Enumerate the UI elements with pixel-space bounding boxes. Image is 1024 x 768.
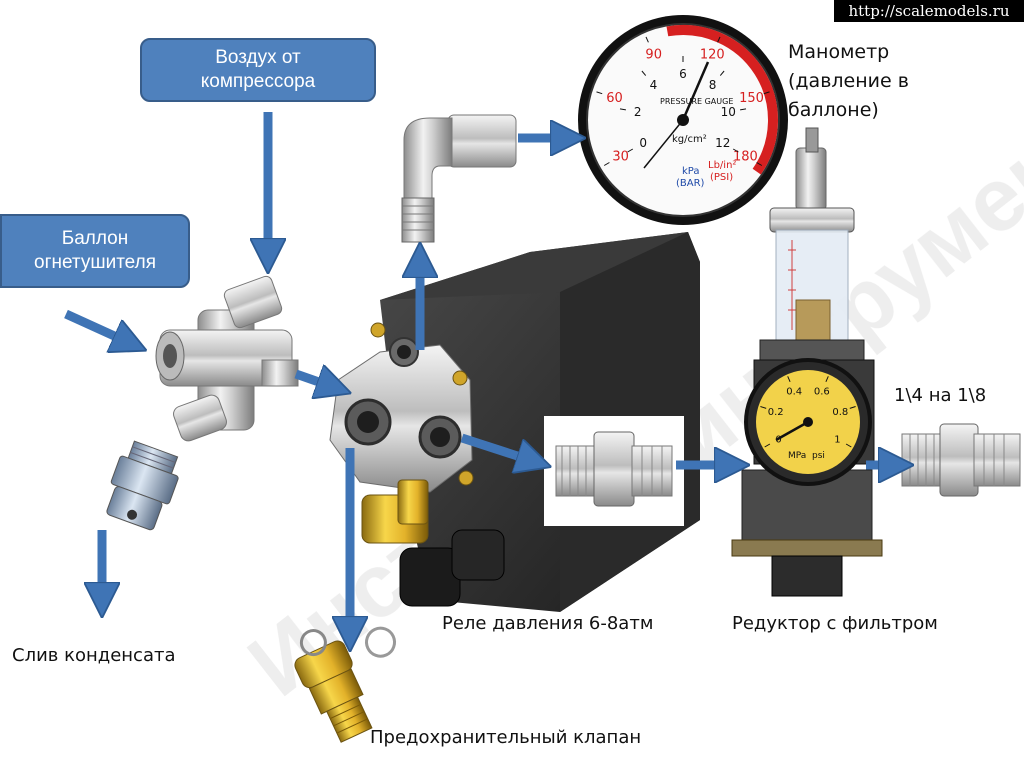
gauge-outer-label-2: 90 (645, 48, 662, 63)
gauge-unit-kg: kg/cm² (672, 134, 707, 145)
arrow-tank-to-cross (64, 309, 132, 344)
gauge-outer-label-tick-3 (717, 36, 721, 43)
gauge-inner-scale: 0 24 6 8 10 12 (619, 56, 747, 153)
label-pressure-relay: Реле давления 6-8атм (442, 613, 654, 634)
gauge-unit-bar: (BAR) (676, 178, 705, 189)
label-manometer-line3: баллоне) (788, 99, 879, 121)
label-safety-valve: Предохранительный клапан (370, 727, 642, 748)
label-manometer-line1: Манометр (788, 41, 890, 63)
gauge-outer-label-5: 180 (733, 149, 758, 164)
gauge-inner-label-1: 2 (634, 105, 642, 119)
regulator-scale-label-5: 1 (834, 434, 840, 445)
label-manometer: Манометр (давление в баллоне) (788, 38, 909, 125)
gauge-inner-label-2: 4 (650, 78, 658, 92)
regulator-unit-label: MPa (788, 451, 806, 461)
label-manometer-line2: (давление в (788, 70, 909, 92)
gauge-outer-label-tick-0 (603, 162, 610, 166)
cross-fitting (155, 275, 299, 442)
gauge-inner-label-tick-5 (740, 108, 747, 111)
gauge-outer-label-tick-2 (645, 36, 649, 43)
gauge-inner-label-tick-0 (627, 148, 634, 153)
label-condensate-drain: Слив конденсата (12, 645, 176, 666)
gauge-inner-label-4: 8 (709, 78, 717, 92)
gauge-outer-label-3: 120 (700, 48, 725, 63)
label-extinguisher-tank: Баллон огнетушителя (0, 214, 190, 288)
regulator-scale-label-tick-5 (845, 443, 852, 448)
hex-nipple-fitting (555, 431, 673, 507)
gauge-unit-kpa: kPa (682, 166, 700, 177)
regulator-unit2-label: psi (812, 451, 825, 461)
gauge-inner-label-tick-4 (719, 70, 725, 76)
gauge-inner-label-3: 6 (679, 67, 687, 81)
label-adapter: 1\4 на 1\8 (894, 385, 987, 406)
label-air-line2: компрессора (200, 71, 316, 92)
gauge-brand: PRESSURE GAUGE (660, 97, 733, 106)
gauge-outer-label-tick-5 (756, 162, 763, 166)
gauge-outer-label-4: 150 (739, 91, 764, 106)
regulator-scale-label-4: 0.8 (832, 407, 848, 418)
regulator-scale-label-tick-3 (825, 376, 829, 382)
regulator-scale-label-tick-0 (764, 443, 771, 448)
source-url-badge: http://scalemodels.ru (834, 0, 1024, 22)
adapter-fitting (901, 423, 1021, 497)
label-tank-line1: Баллон (61, 228, 129, 249)
flow-arrows (64, 112, 898, 636)
gauge-outer-label-0: 30 (612, 149, 629, 164)
gauge-inner-label-6: 12 (715, 136, 730, 150)
arrow-relay-to-nipple (460, 433, 536, 462)
gauge-outer-label-tick-4 (763, 91, 770, 95)
label-regulator-filter: Редуктор с фильтром (732, 613, 938, 634)
manometer-gauge: 30 60 90 120 150 180 0 24 6 8 10 12 PRESSURE GAUGE… (578, 15, 788, 225)
gauge-inner-label-tick-1 (619, 108, 626, 111)
gauge-inner-label-5: 10 (721, 105, 736, 119)
regulator-scale-label-tick-2 (787, 376, 791, 382)
label-tank-line2: огнетушителя (34, 252, 156, 273)
elbow-fitting (401, 114, 517, 243)
gauge-outer-label-1: 60 (606, 91, 623, 106)
label-air-line1: Воздух от (215, 47, 301, 68)
condensate-drain-fitting (106, 440, 179, 531)
gauge-unit-psi: Lb/in² (708, 160, 736, 171)
arrow-cross-to-relay (294, 374, 336, 388)
gauge-outer-label-tick-1 (596, 91, 603, 95)
regulator-scale-label-2: 0.4 (786, 386, 802, 397)
safety-valve (294, 626, 397, 743)
regulator-scale-label-1: 0.2 (768, 407, 784, 418)
gauge-inner-label-tick-6 (732, 148, 739, 153)
gauge-inner-label-0: 0 (639, 136, 647, 150)
label-air-from-compressor: Воздух от компрессора (140, 38, 376, 102)
regulator-scale-label-3: 0.6 (814, 386, 830, 397)
regulator-scale-label-tick-1 (760, 406, 767, 409)
gauge-unit-psi2: (PSI) (710, 172, 733, 183)
gauge-inner-label-tick-2 (641, 70, 647, 76)
regulator-gauge: 00.20.40.60.81 MPa psi (744, 358, 872, 486)
regulator-scale-label-tick-4 (849, 406, 856, 409)
red-zone-arc (666, 25, 778, 175)
